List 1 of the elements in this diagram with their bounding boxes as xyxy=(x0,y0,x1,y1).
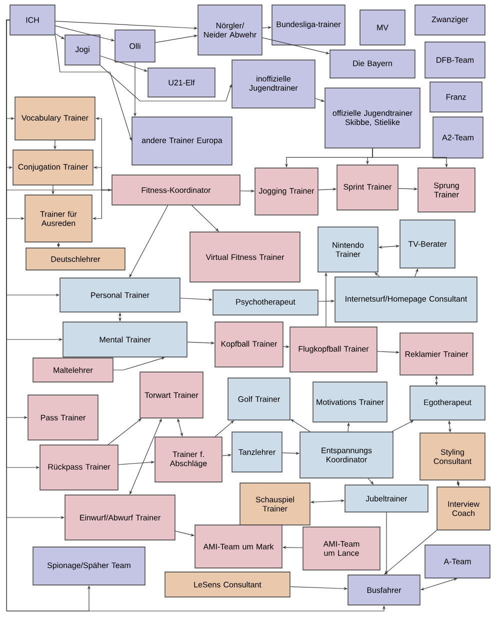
arrow xyxy=(100,65,232,102)
